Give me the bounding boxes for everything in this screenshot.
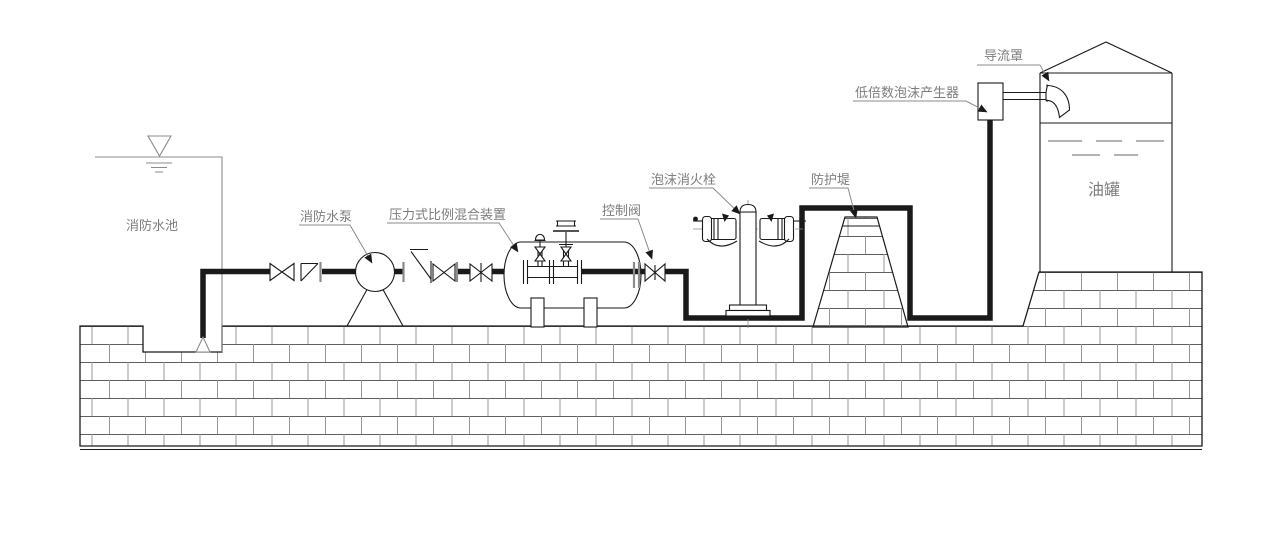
hydrant-outlet-left	[693, 213, 738, 247]
tank-top-valve-flanged	[553, 220, 579, 266]
outlet-clip-icon	[722, 213, 729, 222]
hydrant-flange	[725, 309, 771, 317]
dike-trapezoid	[812, 216, 909, 328]
control-valve	[644, 262, 666, 283]
suction-line	[195, 268, 270, 353]
label-foam-hydrant: 泡沫消火栓	[651, 173, 716, 188]
eccentric-reducer-icon	[300, 262, 322, 282]
label-fire-water-pool: 消防水池	[126, 218, 178, 234]
leader-deflector	[977, 64, 1050, 82]
check-valve-icon	[410, 248, 432, 283]
foam-hydrant	[693, 200, 806, 330]
label-dike: 防护堤	[811, 172, 850, 188]
dike	[812, 216, 909, 328]
ground-brickwork	[79, 271, 1203, 451]
tank-leg	[530, 297, 545, 328]
tank-roof	[1039, 41, 1173, 74]
vent-cap-icon	[534, 233, 546, 241]
main-pipe-run	[665, 120, 993, 321]
suction-valve-group	[269, 262, 356, 282]
hydrant-column	[739, 211, 757, 317]
deflector-elbow-icon	[1045, 84, 1071, 119]
label-deflector: 导流罩	[984, 49, 1023, 64]
suction-pipe	[200, 268, 270, 338]
hydrant-outlet-right	[758, 213, 806, 247]
pool-outline	[95, 156, 223, 352]
oil-tank	[1039, 41, 1173, 272]
foam-generator-box	[977, 82, 1004, 121]
leader-foam-generator	[853, 100, 988, 113]
leader-foam-hydrant	[649, 187, 741, 215]
fire-pump	[346, 251, 404, 327]
label-oil-tank: 油罐	[1088, 180, 1120, 199]
gate-valve-icon	[644, 262, 666, 283]
liquid-level-dashes	[1048, 140, 1164, 156]
gate-valve-icon	[269, 262, 295, 282]
outlet-clip-icon	[767, 213, 774, 222]
gate-valve-icon	[432, 262, 456, 283]
gate-valve-icon	[469, 262, 493, 283]
ground-brick-band	[79, 271, 1203, 447]
label-control-valve: 控制阀	[602, 204, 641, 219]
hydrant-flange	[728, 304, 768, 312]
label-proportioner: 压力式比例混合装置	[389, 208, 506, 223]
hydrant-cap-icon	[739, 203, 757, 213]
tank-leg	[583, 297, 598, 328]
fire-pump-icon	[354, 251, 396, 293]
leader-control-valve	[600, 218, 653, 260]
label-fire-pump: 消防水泵	[300, 209, 352, 225]
tank-shell-lines	[1039, 72, 1173, 272]
leader-proportioner	[387, 222, 519, 253]
internal-proportioner-pipe	[522, 260, 583, 284]
leader-dike	[809, 187, 858, 219]
outlet-cap-knob	[693, 216, 698, 222]
labels: 消防水池 消防水泵 压力式比例混合装置 控制阀 泡沫消火栓 防护堤 低倍数泡沫产…	[126, 49, 1120, 264]
water-level-icon	[146, 135, 172, 173]
fire-water-pool	[95, 135, 223, 352]
foam-generator	[977, 82, 1071, 121]
foot-valve-icon	[195, 335, 211, 353]
tank-top-valve-small	[533, 233, 547, 266]
pump-legs	[346, 289, 404, 327]
leader-fire-pump	[299, 224, 373, 264]
proportioner-tank	[503, 220, 645, 328]
label-foam-generator: 低倍数泡沫产生器	[855, 86, 959, 101]
